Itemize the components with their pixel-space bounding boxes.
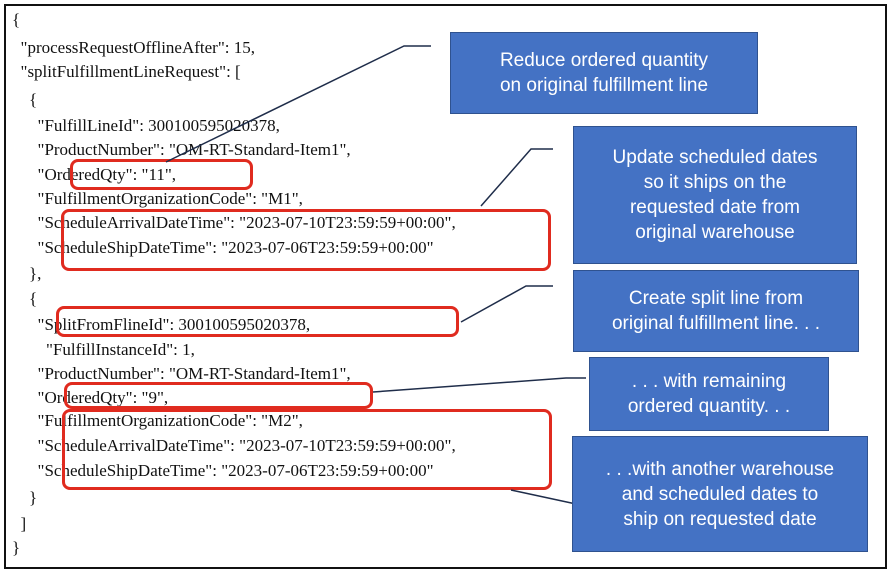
callout-line: . . .with another warehouse	[605, 458, 835, 480]
callout-line: original warehouse	[635, 222, 795, 243]
callout-line: so it ships on the	[643, 172, 787, 193]
code-line: "FulfillLineId": 300100595020378,	[12, 116, 280, 135]
code-line: {	[12, 289, 38, 308]
callout-line: requested date from	[629, 197, 801, 218]
code-line: "FulfillInstanceId": 1,	[12, 340, 195, 359]
callout-line: ship on requested date	[623, 508, 817, 530]
callout-create-split-line: Create split line from original fulfillm…	[573, 270, 859, 352]
connector-line	[460, 285, 553, 323]
callout-another-warehouse: . . .with another warehouse and schedule…	[572, 436, 868, 552]
code-line: "ScheduleShipDateTime": "2023-07-06T23:5…	[12, 238, 434, 257]
code-line: ]	[12, 514, 27, 533]
highlight-ordered-qty-original	[70, 159, 253, 190]
callout-update-scheduled-dates: Update scheduled dates so it ships on th…	[573, 126, 857, 264]
code-line: "SplitFromFlineId": 300100595020378,	[12, 315, 311, 334]
code-line: },	[12, 264, 42, 283]
callout-line: and scheduled dates to	[621, 483, 819, 505]
code-line: "ScheduleArrivalDateTime": "2023-07-10T2…	[12, 213, 456, 232]
code-line: {	[12, 90, 38, 109]
callout-line: . . . with remaining	[631, 371, 787, 392]
callout-line: Reduce ordered quantity	[499, 50, 709, 71]
code-line: "ScheduleArrivalDateTime": "2023-07-10T2…	[12, 436, 456, 455]
connector-line	[372, 377, 586, 393]
callout-line: ordered quantity. . .	[627, 396, 791, 417]
highlight-split-from-fline-id	[56, 306, 459, 337]
code-line: }	[12, 538, 21, 557]
code-line: "ScheduleShipDateTime": "2023-07-06T23:5…	[12, 461, 434, 480]
code-line: {	[12, 10, 21, 29]
highlight-warehouse-and-dates-split	[62, 409, 552, 490]
callout-line: Create split line from	[628, 288, 804, 309]
code-line: "FulfillmentOrganizationCode": "M1",	[12, 189, 303, 208]
code-line: "OrderedQty": "9",	[12, 388, 169, 407]
code-line: "FulfillmentOrganizationCode": "M2",	[12, 411, 303, 430]
code-line: "splitFulfillmentLineRequest": [	[12, 62, 241, 81]
code-line: "ProductNumber": "OM-RT-Standard-Item1",	[12, 364, 351, 383]
code-line: "ProductNumber": "OM-RT-Standard-Item1",	[12, 140, 351, 159]
callout-reduce-ordered-quantity: Reduce ordered quantity on original fulf…	[450, 32, 758, 114]
callout-line: original fulfillment line. . .	[611, 313, 821, 334]
callout-line: Update scheduled dates	[612, 147, 818, 168]
code-line: "OrderedQty": "11",	[12, 165, 177, 184]
highlight-schedule-dates-original	[61, 209, 551, 271]
callout-line: on original fulfillment line	[499, 75, 709, 96]
highlight-ordered-qty-split	[64, 382, 373, 409]
callout-remaining-quantity: . . . with remaining ordered quantity. .…	[589, 357, 829, 431]
connector-line	[480, 148, 553, 207]
code-line: "processRequestOfflineAfter": 15,	[12, 38, 256, 57]
diagram-frame: { "processRequestOfflineAfter": 15, "spl…	[4, 4, 887, 569]
code-line: }	[12, 488, 38, 507]
connector-line	[510, 489, 577, 505]
